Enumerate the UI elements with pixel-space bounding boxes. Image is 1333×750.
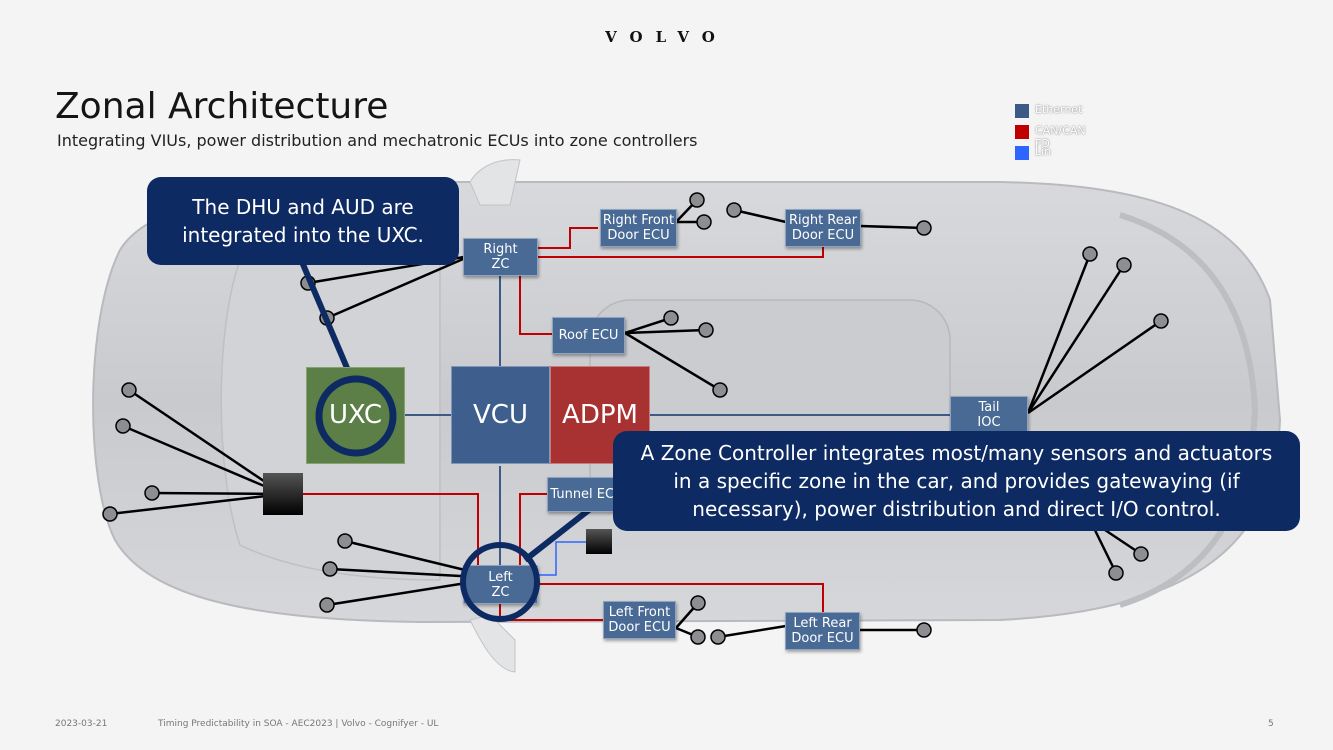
sensor-node [144, 485, 160, 501]
left-zc-label: Left ZC [488, 569, 513, 600]
sensor-wire [326, 254, 471, 320]
sensor-nodes [102, 192, 1169, 645]
tail-ioc-node: Tail IOC [950, 396, 1028, 434]
footer-date: 2023-03-21 [55, 719, 108, 729]
legend-can-swatch [1015, 125, 1029, 139]
sensor-node [663, 310, 679, 326]
sensor-node [322, 561, 338, 577]
sensor-wire [109, 492, 284, 516]
uxc-node: UXC [306, 367, 405, 464]
left-front-door-ecu-label: Left Front Door ECU [608, 605, 671, 635]
right-front-door-ecu: Right Front Door ECU [600, 209, 677, 247]
left-actuator-box [263, 473, 303, 515]
vcu-label: VCU [473, 399, 528, 430]
can-links [303, 227, 824, 621]
roof-ecu: Roof ECU [552, 317, 625, 354]
page-title: Zonal Architecture [55, 86, 389, 127]
sensor-node [1082, 246, 1098, 262]
sensor-wire [122, 424, 284, 496]
legend-lin-swatch [1015, 146, 1029, 160]
sensor-node [690, 629, 706, 645]
tail-ioc-label: Tail IOC [977, 400, 1001, 430]
zone-controller-callout-text: A Zone Controller integrates most/many s… [640, 441, 1273, 521]
sensor-node [337, 533, 353, 549]
right-front-door-ecu-label: Right Front Door ECU [602, 213, 675, 243]
sensor-node [102, 506, 118, 522]
page-number: 5 [1268, 719, 1274, 729]
sensor-node [115, 418, 131, 434]
sensor-node [319, 597, 335, 613]
right-zc-label: Right ZC [483, 242, 518, 272]
sensor-wire [128, 388, 284, 496]
footer-text: Timing Predictability in SOA - AEC2023 |… [158, 719, 439, 729]
sensor-wire [733, 208, 787, 224]
sensor-wire [151, 491, 284, 496]
sensor-node [1133, 546, 1149, 562]
right-rear-door-ecu: Right Rear Door ECU [785, 209, 861, 247]
sensor-wire [624, 316, 672, 335]
left-zc-node: Left ZC [463, 565, 538, 604]
sensor-node [698, 322, 714, 338]
sensor-node [1108, 565, 1124, 581]
sensor-wire [1026, 253, 1092, 414]
sensor-node [121, 382, 137, 398]
sensor-node [689, 192, 705, 208]
right-rear-door-ecu-label: Right Rear Door ECU [788, 213, 858, 243]
volvo-logo: VOLVO [605, 28, 728, 46]
lin-links [538, 541, 586, 576]
sensor-wire [859, 224, 925, 230]
sensor-wire [624, 328, 707, 335]
legend-ethernet-label: Ethernet [1035, 103, 1083, 116]
left-rear-door-ecu: Left Rear Door ECU [785, 612, 860, 650]
sensor-node [696, 214, 712, 230]
sensor-node [712, 382, 728, 398]
zone-controller-callout: A Zone Controller integrates most/many s… [613, 431, 1300, 531]
dhu-callout: The DHU and AUD are integrated into the … [147, 177, 459, 265]
sensor-node [726, 202, 742, 218]
sensor-wire [1027, 319, 1162, 415]
sensor-node [710, 629, 726, 645]
lin-actuator-box [586, 529, 612, 554]
tunnel-ecu-label: Tunnel ECU [550, 487, 624, 502]
vcu-node: VCU [451, 366, 550, 464]
dhu-callout-text: The DHU and AUD are integrated into the … [182, 195, 424, 247]
right-zc-node: Right ZC [463, 238, 538, 276]
adpm-label: ADPM [562, 399, 638, 430]
sensor-wire [1026, 264, 1126, 414]
roof-ecu-label: Roof ECU [558, 328, 619, 343]
left-rear-door-ecu-label: Left Rear Door ECU [791, 616, 854, 646]
sensor-wire [624, 331, 721, 392]
sensor-wire [717, 624, 787, 639]
sensor-node [1116, 257, 1132, 273]
legend-ethernet-swatch [1015, 104, 1029, 118]
left-front-door-ecu: Left Front Door ECU [603, 601, 676, 639]
sensor-node [916, 220, 932, 236]
uxc-label: UXC [328, 400, 383, 430]
legend-lin-label: Lin [1035, 145, 1052, 158]
page-subtitle: Integrating VIUs, power distribution and… [57, 131, 698, 150]
sensor-node [690, 595, 706, 611]
sensor-node [916, 622, 932, 638]
legend-can-label: CAN/CAN FD [1035, 124, 1086, 150]
sensor-node [1153, 313, 1169, 329]
